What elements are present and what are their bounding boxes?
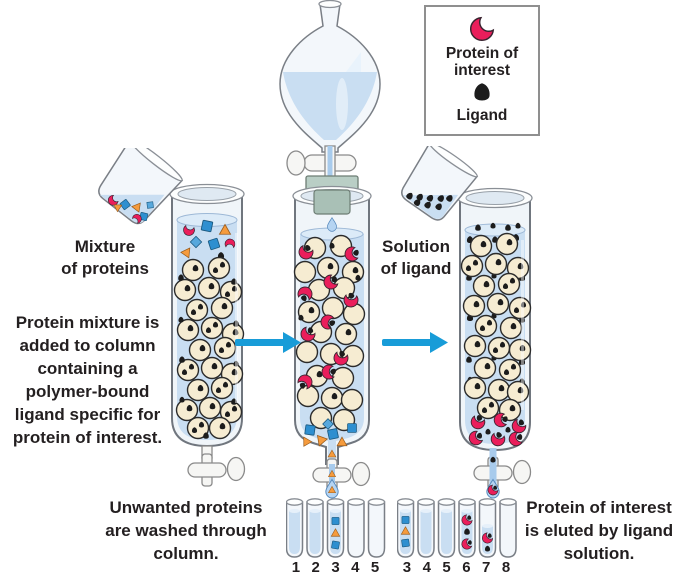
tube-8	[499, 498, 517, 558]
glass-highlight	[336, 78, 348, 130]
funnel-stem-liquid	[327, 146, 333, 178]
tube-5	[437, 498, 456, 558]
tube-1	[286, 498, 304, 558]
flow-arrow-2	[382, 332, 448, 353]
tube-number: 2	[311, 559, 320, 576]
stopper-in-column	[313, 189, 351, 215]
tube-number: 8	[501, 559, 511, 576]
tube-3	[397, 498, 415, 558]
step2-caption: Unwanted proteins are washed through col…	[105, 498, 267, 563]
wash-tube-numbers: 1 2 3 4 5	[286, 559, 385, 576]
tube-number: 1	[291, 559, 301, 576]
glass-highlight	[235, 233, 238, 403]
elution-tube-numbers: 3 4 5 6 7 8	[397, 559, 516, 576]
legend-ligand-label: Ligand	[456, 107, 508, 124]
tube-number: 4	[422, 559, 431, 576]
label-solution-of-ligand: Solution of ligand	[380, 237, 452, 278]
legend-protein-label: Protein of interest	[445, 45, 519, 79]
funnel-mouth	[318, 0, 342, 9]
outlet-liquid	[489, 448, 497, 487]
beaker-mixture-of-proteins	[98, 148, 184, 225]
column-mouth-inner	[465, 191, 525, 205]
funnel-stopcock-icon	[286, 150, 357, 176]
fraction-tubes-elution	[397, 498, 517, 558]
tube-number: 5	[442, 559, 451, 576]
tube-3	[326, 498, 345, 558]
legend-box: Protein of interest Ligand	[424, 5, 540, 136]
tube-4	[347, 498, 365, 558]
ligand-icon	[474, 83, 490, 101]
tube-7	[478, 498, 497, 558]
stopcock-icon	[473, 456, 532, 490]
stopcock-icon	[312, 458, 371, 492]
tube-2	[306, 498, 324, 558]
glass-highlight	[521, 240, 524, 410]
step3-caption: Protein of interest is eluted by ligand …	[524, 498, 674, 563]
column-2-washing	[292, 185, 372, 499]
tube-number: 3	[402, 559, 412, 576]
tube-number: 5	[370, 559, 380, 576]
funnel-liquid	[283, 72, 377, 140]
step1-caption: Protein mixture is added to column conta…	[12, 313, 163, 447]
tube-4	[417, 498, 435, 558]
fraction-tubes-wash	[286, 498, 386, 558]
tube-number: 4	[351, 559, 360, 576]
column-mouth-inner	[177, 187, 237, 201]
beaker-solution-of-ligand	[401, 146, 479, 221]
tube-6	[458, 498, 476, 558]
beaker-mouth	[129, 148, 183, 182]
flow-arrow-1	[235, 332, 301, 353]
tube-number: 7	[482, 559, 491, 576]
beaker-mouth	[428, 146, 478, 178]
protein-of-interest-icon	[469, 17, 494, 42]
stopcock-icon	[187, 453, 246, 487]
separatory-funnel	[279, 0, 381, 200]
tube-5	[367, 498, 386, 558]
funnel-liquid-highlight	[346, 52, 361, 72]
label-mixture-of-proteins: Mixture of proteins	[61, 237, 149, 278]
column-3-elution	[457, 187, 533, 499]
tube-number: 6	[462, 559, 471, 576]
tube-number: 3	[331, 559, 340, 576]
